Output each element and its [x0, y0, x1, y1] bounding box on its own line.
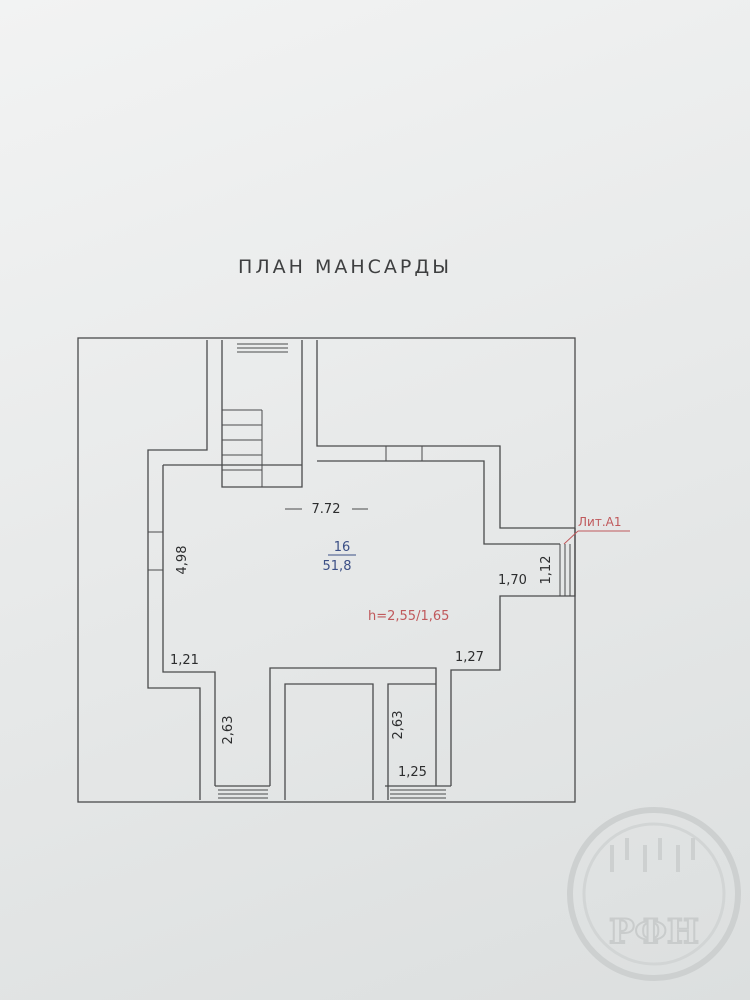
plan-title: ПЛАН МАНСАРДЫ	[238, 256, 452, 278]
room-height: h=2,55/1,65	[368, 609, 449, 624]
dim-right-step: 1,27	[455, 650, 484, 665]
dim-left-step: 1,21	[170, 653, 199, 668]
seal-top-pattern	[610, 838, 695, 872]
room-area: 51,8	[323, 559, 352, 574]
lit-label-leader	[563, 530, 579, 545]
dim-width-top: 7.72	[312, 502, 341, 517]
room-number: 16	[334, 540, 351, 555]
seal-letters: РФН	[609, 912, 699, 952]
seal-inner-ring	[582, 822, 726, 966]
lower-entrance-block	[215, 667, 451, 800]
room-inner-outline	[148, 446, 576, 786]
dim-left-height: 4,98	[175, 546, 190, 575]
dim-bottom-opening: 1,25	[398, 765, 427, 780]
dim-right-window: 1,12	[539, 556, 554, 585]
dim-right-lower: 2,63	[391, 711, 406, 740]
dim-right-ledge: 1,70	[498, 573, 527, 588]
lit-label: Лит.А1	[578, 515, 621, 529]
dim-left-lower: 2,63	[221, 716, 236, 745]
stairwell	[147, 340, 575, 800]
seal-outer-ring	[567, 807, 741, 981]
seal-emblem: РФН	[567, 807, 741, 981]
